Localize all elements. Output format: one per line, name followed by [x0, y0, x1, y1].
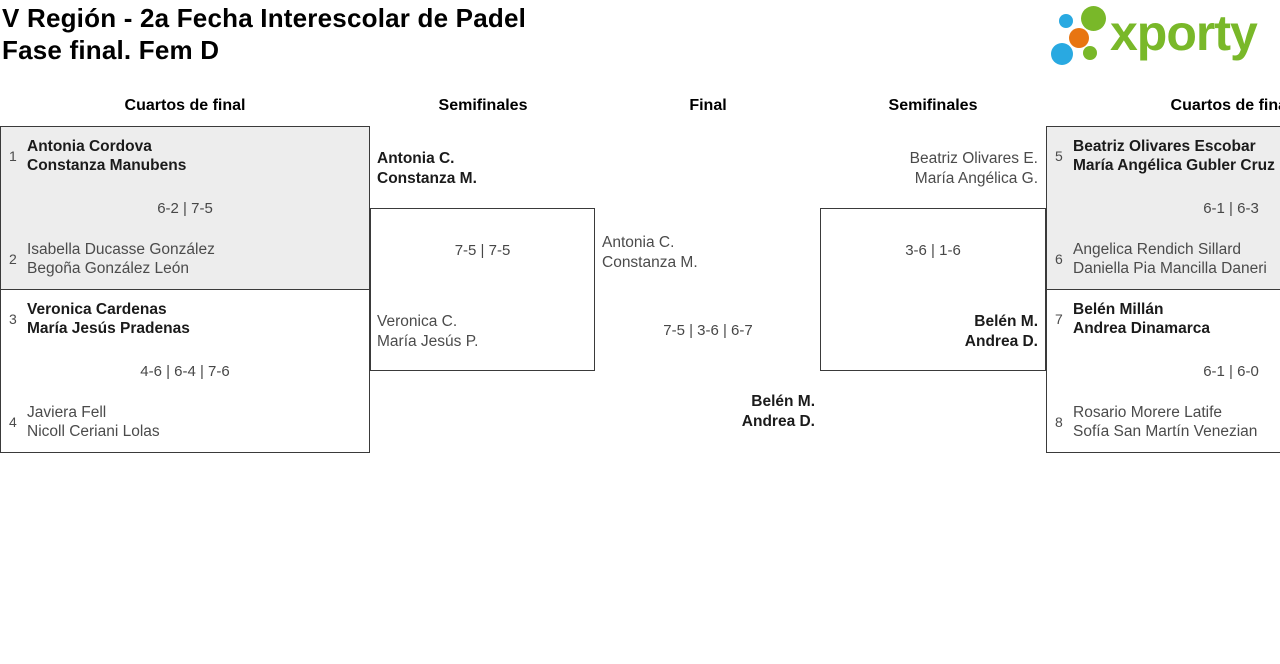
team-names: Angelica Rendich Sillard Daniella Pia Ma…: [1073, 240, 1267, 278]
round-header-final: Final: [689, 97, 727, 114]
match-score: 7-5 | 7-5: [454, 242, 511, 259]
player-name: Antonia C.: [602, 234, 675, 251]
seed-number: 2: [9, 251, 17, 267]
participant-row: 4 Javiera Fell Nicoll Ceriani Lolas: [9, 403, 361, 441]
player-name: Constanza Manubens: [27, 157, 187, 174]
sf2-top-team-label: Beatriz Olivares E. María Angélica G.: [828, 149, 1038, 188]
sf1-top-team-label: Antonia C. Constanza M.: [377, 149, 477, 188]
match-score: 6-1 | 6-3: [1203, 200, 1259, 217]
player-name: María Jesús P.: [377, 332, 479, 350]
team-names: Isabella Ducasse González Begoña Gonzále…: [27, 240, 215, 278]
team-names: Javiera Fell Nicoll Ceriani Lolas: [27, 403, 160, 441]
participant-row: 6 Angelica Rendich Sillard Daniella Pia …: [1055, 240, 1280, 278]
page-title: V Región - 2a Fecha Interescolar de Pade…: [2, 2, 526, 66]
participant-row: 3 Veronica Cardenas María Jesús Pradenas: [9, 300, 361, 338]
player-name: Veronica Cardenas: [27, 301, 167, 318]
match-score: 4-6 | 6-4 | 7-6: [140, 363, 230, 380]
player-name: Andrea D.: [964, 332, 1038, 350]
player-name: Antonia Cordova: [27, 138, 152, 155]
match-score: 6-2 | 7-5: [157, 200, 213, 217]
sf1-bottom-team-label: Veronica C. María Jesús P.: [377, 312, 478, 351]
round-header-semifinals-right: Semifinales: [888, 97, 978, 114]
player-name: Constanza M.: [377, 169, 477, 187]
seed-number: 1: [9, 148, 17, 164]
player-name: Beatriz Olivares Escobar: [1073, 138, 1256, 155]
final-top-team-label: Antonia C. Constanza M.: [602, 233, 698, 272]
player-name: Sofía San Martín Venezian: [1073, 423, 1258, 440]
team-names: Veronica Cardenas María Jesús Pradenas: [27, 300, 190, 338]
participant-row: 2 Isabella Ducasse González Begoña Gonzá…: [9, 240, 361, 278]
seed-number: 7: [1055, 311, 1063, 327]
participant-row: 1 Antonia Cordova Constanza Manubens: [9, 137, 361, 175]
participant-row: 7 Belén Millán Andrea Dinamarca: [1055, 300, 1280, 338]
player-name: Antonia C.: [377, 150, 455, 167]
match-qf1[interactable]: 1 Antonia Cordova Constanza Manubens 6-2…: [0, 126, 370, 290]
xporty-logo[interactable]: xporty: [1045, 0, 1280, 70]
player-name: Javiera Fell: [27, 404, 107, 421]
match-sf1[interactable]: 7-5 | 7-5: [370, 208, 595, 371]
player-name: Begoña González León: [27, 260, 190, 277]
player-name: Belén Millán: [1073, 301, 1164, 318]
match-qf2[interactable]: 3 Veronica Cardenas María Jesús Pradenas…: [0, 289, 370, 453]
player-name: Angelica Rendich Sillard: [1073, 241, 1242, 258]
player-name: Andrea D.: [741, 412, 815, 430]
match-sf2[interactable]: 3-6 | 1-6: [820, 208, 1046, 371]
match-score: 3-6 | 1-6: [905, 242, 961, 259]
tournament-title: V Región - 2a Fecha Interescolar de Pade…: [2, 3, 527, 33]
player-name: María Angélica Gubler Cruz: [1073, 157, 1275, 174]
player-name: Daniella Pia Mancilla Daneri: [1073, 260, 1267, 277]
seed-number: 5: [1055, 148, 1063, 164]
round-header-semifinals-left: Semifinales: [438, 97, 528, 114]
seed-number: 6: [1055, 251, 1063, 267]
player-name: Nicoll Ceriani Lolas: [27, 423, 160, 440]
logo-wordmark: xporty: [1110, 5, 1258, 61]
match-qf4[interactable]: 7 Belén Millán Andrea Dinamarca 6-1 | 6-…: [1046, 289, 1280, 453]
final-bottom-team-label: Belén M. Andrea D.: [600, 392, 815, 431]
seed-number: 4: [9, 414, 17, 430]
player-name: María Jesús Pradenas: [27, 320, 190, 337]
participant-row: 8 Rosario Morere Latife Sofía San Martín…: [1055, 403, 1280, 441]
player-name: Beatriz Olivares E.: [909, 150, 1038, 167]
player-name: Isabella Ducasse González: [27, 241, 215, 258]
team-names: Beatriz Olivares Escobar María Angélica …: [1073, 137, 1275, 175]
seed-number: 3: [9, 311, 17, 327]
player-name: Veronica C.: [377, 313, 458, 330]
team-names: Rosario Morere Latife Sofía San Martín V…: [1073, 403, 1257, 441]
sf2-bottom-team-label: Belén M. Andrea D.: [828, 312, 1038, 351]
match-score: 6-1 | 6-0: [1203, 363, 1259, 380]
seed-number: 8: [1055, 414, 1063, 430]
player-name: Belén M.: [974, 313, 1038, 330]
match-qf3[interactable]: 5 Beatriz Olivares Escobar María Angélic…: [1046, 126, 1280, 290]
logo-dot-icon: [1083, 46, 1097, 60]
final-match-score: 7-5 | 3-6 | 6-7: [663, 322, 753, 339]
logo-dot-icon: [1069, 28, 1089, 48]
player-name: María Angélica G.: [914, 169, 1038, 187]
logo-dot-icon: [1081, 6, 1106, 31]
team-names: Antonia Cordova Constanza Manubens: [27, 137, 186, 175]
logo-dot-icon: [1051, 43, 1073, 65]
round-header-quarterfinals-right: Cuartos de final: [1170, 97, 1280, 114]
round-header-quarterfinals-left: Cuartos de final: [124, 97, 246, 114]
team-names: Belén Millán Andrea Dinamarca: [1073, 300, 1210, 338]
player-name: Constanza M.: [602, 253, 698, 271]
logo-dot-icon: [1059, 14, 1073, 28]
player-name: Rosario Morere Latife: [1073, 404, 1223, 421]
participant-row: 5 Beatriz Olivares Escobar María Angélic…: [1055, 137, 1280, 175]
player-name: Belén M.: [751, 393, 815, 410]
phase-subtitle: Fase final. Fem D: [2, 35, 220, 65]
player-name: Andrea Dinamarca: [1073, 320, 1210, 337]
